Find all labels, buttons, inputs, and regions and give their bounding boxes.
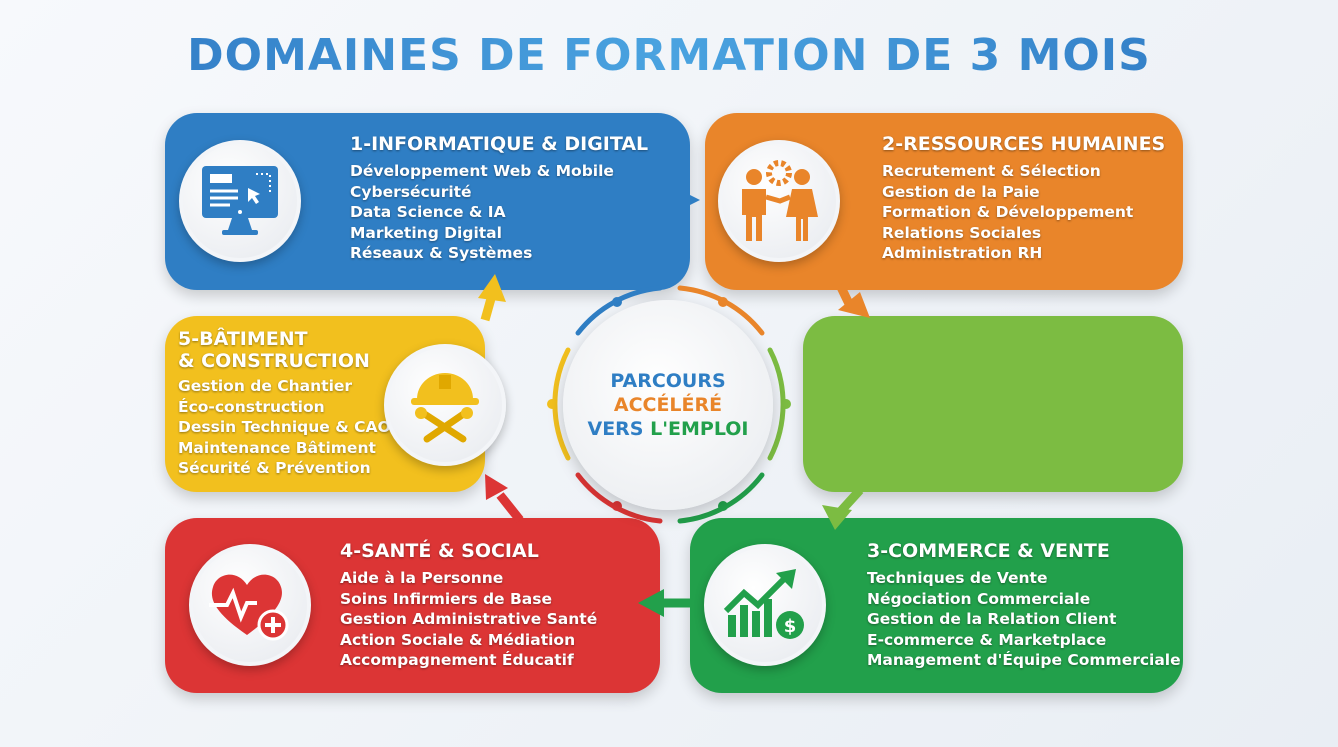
svg-text:$: $ [784,616,797,637]
arrow-left-icon [638,589,700,617]
helmet-tools-icon [384,344,506,466]
list-item: Management d'Équipe Commerciale [867,651,1181,669]
list-item: Formation & Développement [882,203,1134,221]
domain-title: 3-COMMERCE & VENTE [867,540,1110,562]
arrow-down-icon [835,283,870,318]
list-item: Aide à la Personne [340,569,504,587]
progress-ring [547,285,791,524]
page-title: DOMAINES DE FORMATION DE 3 MOIS [0,30,1338,81]
list-item: Recrutement & Sélection [882,162,1101,180]
list-item: Marketing Digital [350,223,502,242]
people-gear-icon [718,140,840,262]
list-item: Développement Web & Mobile [350,162,614,180]
list-item: Relations Sociales [882,223,1042,242]
center-line-1: PARCOURS [610,370,726,392]
list-item: Gestion de la Relation Client [867,610,1117,628]
domain-card-empty [803,316,1183,492]
list-item: Soins Infirmiers de Base [340,589,552,608]
list-item: E-commerce & Marketplace [867,630,1107,649]
list-item: Administration RH [882,244,1043,262]
growth-chart-dollar-icon: $ [704,544,826,666]
list-item: Gestion de Chantier [178,377,353,395]
list-item: Gestion Administrative Santé [340,610,598,628]
list-item: Dessin Technique & CAO [178,418,391,436]
domain-title: 5-BÂTIMENT& CONSTRUCTION [178,328,370,372]
center-line-3: VERS L'EMPLOI [587,418,749,440]
domain-title: 2-RESSOURCES HUMAINES [882,133,1166,155]
center-line-2: ACCÉLÉRÉ [613,394,723,416]
list-item: Techniques de Vente [867,569,1048,587]
center-badge: PARCOURS ACCÉLÉRÉ VERS L'EMPLOI [563,300,773,510]
list-item: Négociation Commerciale [867,589,1091,608]
list-item: Gestion de la Paie [882,182,1040,201]
list-item: Cybersécurité [350,182,472,201]
list-item: Data Science & IA [350,203,506,221]
list-item: Sécurité & Prévention [178,459,371,477]
heart-pulse-icon [189,544,311,666]
computer-monitor-icon [179,140,301,262]
list-item: Accompagnement Éducatif [340,651,574,669]
list-item: Réseaux & Systèmes [350,244,533,262]
arrow-down-icon [822,486,864,530]
arrow-right-icon [610,186,700,214]
list-item: Maintenance Bâtiment [178,438,376,457]
arrow-up-icon [478,274,506,322]
arrow-up-icon [485,474,524,523]
list-item: Action Sociale & Médiation [340,630,576,649]
domain-title: 1-INFORMATIQUE & DIGITAL [350,133,649,155]
domain-title: 4-SANTÉ & SOCIAL [340,540,539,562]
list-item: Éco-construction [178,397,325,416]
